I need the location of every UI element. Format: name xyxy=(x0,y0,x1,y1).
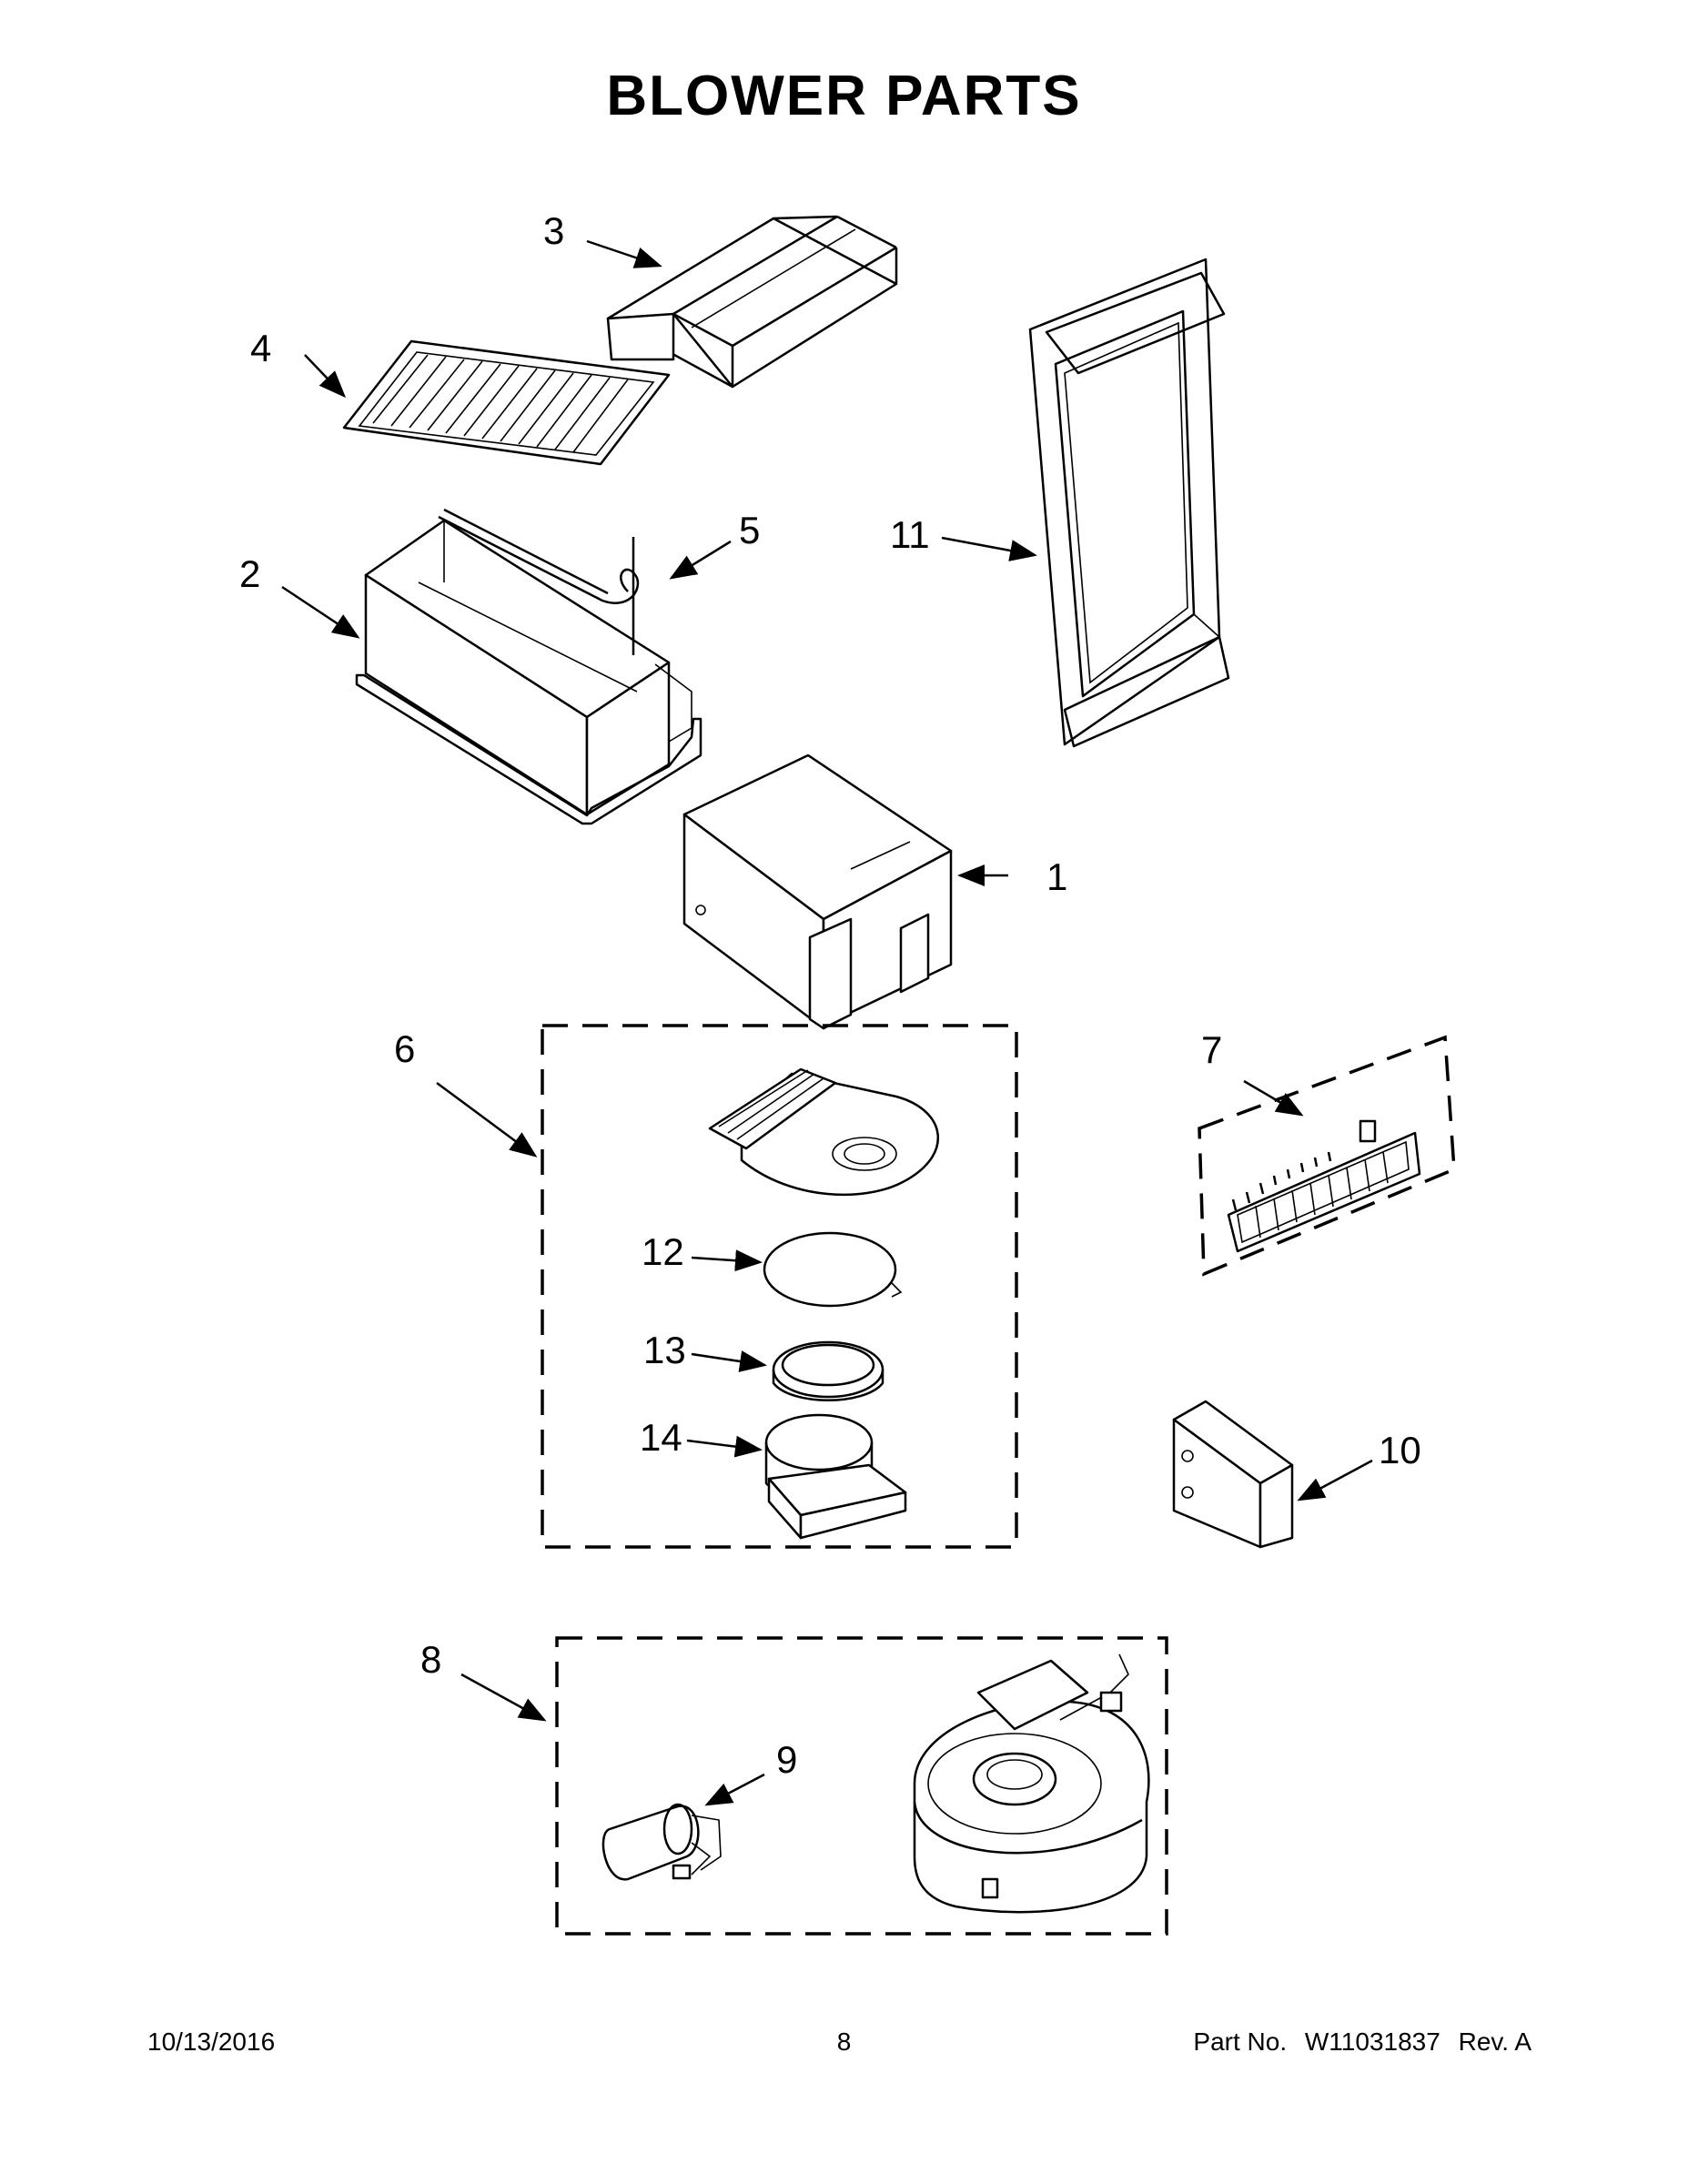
footer-date: 10/13/2016 xyxy=(147,2027,276,2056)
callout-6: 6 xyxy=(394,1027,415,1070)
callout-12: 12 xyxy=(642,1230,684,1273)
part-4-filter xyxy=(342,339,671,466)
part-6-housing xyxy=(708,1067,939,1196)
callout-14: 14 xyxy=(640,1416,682,1459)
callout-5: 5 xyxy=(739,509,760,551)
part-8-assembly-box xyxy=(555,1636,1168,1936)
part-11-frame xyxy=(1028,258,1230,748)
footer-part-label: Part No. xyxy=(1193,2027,1288,2056)
callout-4: 4 xyxy=(250,327,271,369)
callout-10: 10 xyxy=(1379,1429,1421,1471)
page-title: BLOWER PARTS xyxy=(606,65,1082,127)
callout-8: 8 xyxy=(420,1638,441,1681)
footer-page-number: 8 xyxy=(836,2027,852,2056)
part-2-housing xyxy=(355,519,702,825)
footer-revision: Rev. A xyxy=(1458,2027,1531,2056)
part-8-blower-motor xyxy=(913,1653,1150,1914)
part-14-collar xyxy=(764,1413,907,1540)
part-6-assembly-box xyxy=(541,1024,1018,1549)
footer-part-info: Part No. W11031837 Rev. A xyxy=(1193,2027,1531,2057)
part-12-ring xyxy=(763,1231,903,1308)
part-9-capacitor xyxy=(601,1803,722,1881)
callout-2: 2 xyxy=(239,552,260,595)
part-5-tube xyxy=(438,508,640,655)
leader-arrows xyxy=(281,239,1373,1806)
part-7-grille-kit xyxy=(1198,1035,1456,1277)
part-3-duct xyxy=(606,215,898,389)
footer-part-number: W11031837 xyxy=(1304,2027,1440,2056)
callout-13: 13 xyxy=(643,1329,686,1371)
part-13-gasket xyxy=(772,1340,884,1401)
callout-7: 7 xyxy=(1201,1028,1222,1071)
part-10-bracket xyxy=(1172,1400,1294,1549)
part-1-cover xyxy=(682,753,953,1030)
callout-3: 3 xyxy=(543,209,564,252)
callout-11: 11 xyxy=(890,513,930,556)
callout-1: 1 xyxy=(1046,855,1067,898)
callout-9: 9 xyxy=(776,1738,797,1781)
